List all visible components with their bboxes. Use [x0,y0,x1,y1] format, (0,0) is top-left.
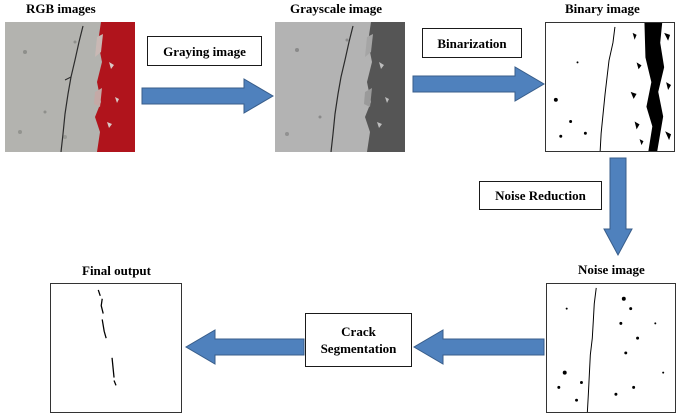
final-output-image [50,283,182,413]
noise-image [546,283,676,413]
binarization-step-box: Binarization [422,28,522,58]
graying-step-box: Graying image [147,36,262,66]
grayscale-image [275,22,405,152]
arrow-rgb-to-grayscale [141,78,274,114]
graying-step-label: Graying image [163,43,246,59]
rgb-image [5,22,135,152]
binarization-step-label: Binarization [437,35,507,51]
arrow-grayscale-to-binary [412,66,545,102]
arrow-segmentation-to-final [185,329,305,365]
noise-reduction-step-label: Noise Reduction [495,188,586,203]
noise-reduction-step-box: Noise Reduction [479,181,602,210]
binary-image [545,22,675,152]
noise-image-label: Noise image [578,262,645,277]
arrow-noise-to-segmentation [413,329,545,365]
grayscale-image-label: Grayscale image [290,1,383,16]
rgb-image-label: RGB images [26,1,96,16]
arrow-binary-to-noise [603,157,633,257]
final-output-label: Final output [82,263,151,278]
crack-segmentation-step-box: Crack Segmentation [305,313,412,367]
crack-segmentation-label-line1: Crack [341,324,376,339]
crack-segmentation-label-line2: Segmentation [320,341,397,356]
binary-image-label: Binary image [565,1,640,16]
